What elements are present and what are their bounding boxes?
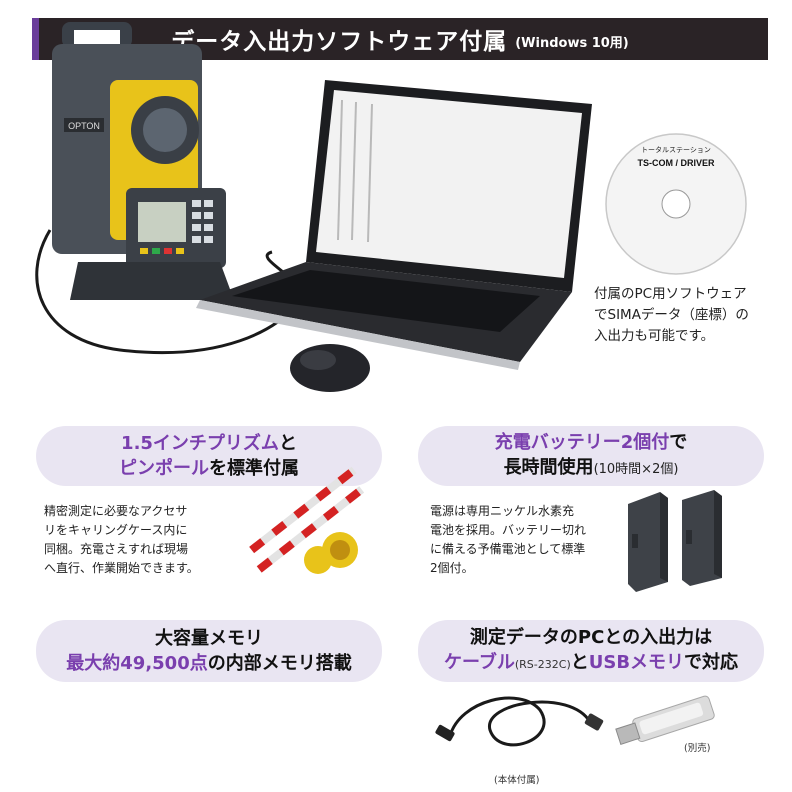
battery-text: で xyxy=(669,432,688,453)
usb-connector-icon xyxy=(615,722,641,745)
cd-disc: トータルステーション TS-COM / DRIVER xyxy=(605,133,747,275)
feature-prism-pill: 1.5インチプリズムと ピンポールを標準付属 xyxy=(36,426,382,486)
cd-label-1: トータルステーション xyxy=(641,145,711,154)
desc-line: 電池を採用。バッテリー切れ xyxy=(430,523,587,537)
header-accent xyxy=(32,18,39,60)
brand-label: OPTON xyxy=(68,121,100,131)
desc-line: に備える予備電池として標準 xyxy=(430,542,586,556)
io-title: 測定データのPCとの入出力は xyxy=(469,627,713,648)
feature-memory-pill: 大容量メモリ 最大約49,500点の内部メモリ搭載 xyxy=(36,620,382,682)
battery-2-icon xyxy=(682,490,722,586)
header-subtitle: (Windows 10用) xyxy=(515,35,629,51)
feature-io-pill: 測定データのPCとの入出力は ケーブル(RS-232C)とUSBメモリで対応 xyxy=(418,620,764,682)
product-scene: OPTON トータルステーション TS-COM / DRIVER xyxy=(35,22,747,392)
laptop-keyboard xyxy=(232,270,540,332)
io-support: で対応 xyxy=(684,652,739,673)
laptop-screen xyxy=(316,90,582,278)
feature-prism-desc: 精密測定に必要なアクセサ リをキャリングケース内に 同梱。充電さえすれば現場 へ… xyxy=(44,502,214,578)
cd-caption-line: 入出力も可能です。 xyxy=(594,328,715,344)
desc-line: 2個付。 xyxy=(430,561,474,575)
cable-note: (本体付属) xyxy=(494,775,540,786)
mouse-image xyxy=(290,344,370,392)
cd-caption-line: でSIMAデータ（座標）の xyxy=(594,307,749,323)
pinpole-text: を標準付属 xyxy=(209,458,299,479)
memory-title: 大容量メモリ xyxy=(155,628,263,649)
total-station-image: OPTON xyxy=(52,22,234,300)
usb-memory-image xyxy=(615,695,715,745)
usb-highlight: USBメモリ xyxy=(588,652,685,673)
laptop-edge xyxy=(196,300,520,370)
desc-line: 電源は専用ニッケル水素充 xyxy=(430,504,575,518)
battery-hours: (10時間×2個) xyxy=(593,462,679,477)
battery-1-icon xyxy=(628,492,668,592)
cable-image xyxy=(435,696,604,747)
feature-battery-pill: 充電バッテリー2個付で 長時間使用(10時間×2個) xyxy=(418,426,764,486)
battery-image xyxy=(628,490,722,592)
memory-capacity: 最大約49,500点 xyxy=(66,653,208,674)
desc-line: 同梱。充電さえすれば現場 xyxy=(44,542,189,556)
long-use-text: 長時間使用 xyxy=(503,457,594,478)
prism-text: と xyxy=(278,433,297,454)
cable-highlight: ケーブル xyxy=(443,652,515,673)
header-title: データ入出力ソフトウェア付属 xyxy=(171,29,508,55)
desc-line: リをキャリングケース内に xyxy=(44,523,188,537)
desc-line: へ直行、作業開始できます。 xyxy=(44,561,199,575)
cd-caption: 付属のPC用ソフトウェア でSIMAデータ（座標）の 入出力も可能です。 xyxy=(594,284,774,347)
cd-label-2: TS-COM / DRIVER xyxy=(637,158,715,168)
keypad xyxy=(192,200,213,243)
laptop-image xyxy=(196,80,592,370)
serial-plug-icon xyxy=(584,713,604,731)
pinpole-highlight: ピンポール xyxy=(119,458,209,479)
feature-battery-desc: 電源は専用ニッケル水素充 電池を採用。バッテリー切れ に備える予備電池として標準… xyxy=(430,502,608,578)
station-base xyxy=(70,262,234,300)
memory-text: の内部メモリ搭載 xyxy=(207,653,352,674)
prism-pole-image xyxy=(249,466,365,574)
cable-wire xyxy=(448,696,592,747)
prism-highlight: 1.5インチプリズム xyxy=(121,433,279,454)
usb-plug-icon xyxy=(435,724,455,742)
handle-gap xyxy=(74,30,120,44)
function-keys xyxy=(140,248,184,254)
desc-line: 精密測定に必要なアクセサ xyxy=(44,504,188,518)
cd-hole xyxy=(661,189,691,219)
lcd-screen xyxy=(138,202,186,242)
brand-plate xyxy=(64,118,104,132)
usb-note: (別売) xyxy=(684,743,711,754)
spreadsheet-lines xyxy=(337,99,373,243)
cd-caption-line: 付属のPC用ソフトウェア xyxy=(594,286,747,302)
telescope-lens xyxy=(143,108,187,152)
io-and: と xyxy=(570,652,589,673)
rs232c-label: (RS-232C) xyxy=(514,658,571,671)
mouse-highlight xyxy=(300,350,336,370)
battery-highlight: 充電バッテリー2個付 xyxy=(494,432,670,453)
